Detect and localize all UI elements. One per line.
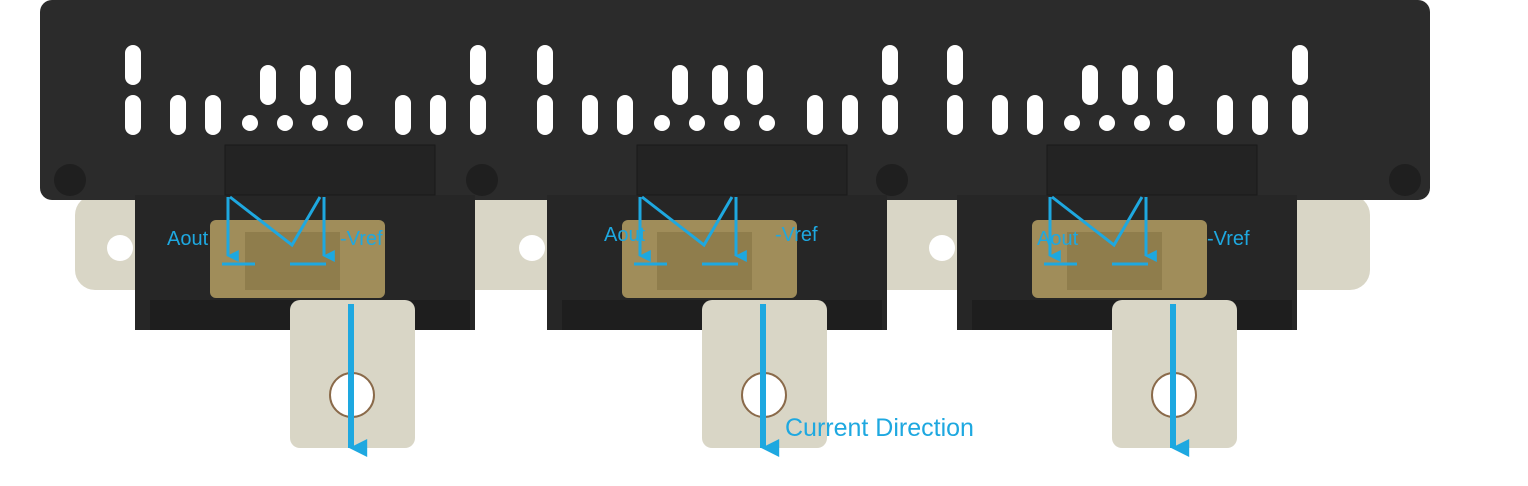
vent-hole-3: [1134, 115, 1150, 131]
sense-wires-1: [229, 195, 322, 248]
connector-pins-3: [1067, 232, 1162, 290]
vent-slot-3: [947, 45, 963, 85]
vent-slot-3: [992, 95, 1008, 135]
mount-boss-2: [466, 164, 498, 196]
vent-hole-2: [689, 115, 705, 131]
vent-hole-2: [759, 115, 775, 131]
vref-label-2: -Vref: [775, 224, 818, 246]
vent-hole-1: [347, 115, 363, 131]
vent-slot-1: [335, 65, 351, 105]
vent-hole-3: [1169, 115, 1185, 131]
vent-slot-2: [882, 45, 898, 85]
vent-slot-3: [1082, 65, 1098, 105]
vent-slot-2: [537, 45, 553, 85]
vent-slot-3: [1217, 95, 1233, 135]
vent-slot-1: [430, 95, 446, 135]
vent-hole-3: [1064, 115, 1080, 131]
vent-slot-2: [842, 95, 858, 135]
vent-slot-3: [1122, 65, 1138, 105]
vent-slot-1: [205, 95, 221, 135]
vent-slot-2: [882, 95, 898, 135]
vent-slot-2: [537, 95, 553, 135]
vent-slot-2: [807, 95, 823, 135]
vent-slot-1: [170, 95, 186, 135]
vent-slot-2: [582, 95, 598, 135]
sensor-cover-2: [636, 144, 848, 196]
vent-slot-3: [1292, 45, 1308, 85]
vent-hole-1: [242, 115, 258, 131]
vent-hole-3: [1099, 115, 1115, 131]
sensor-cover-3: [1046, 144, 1258, 196]
vent-slot-1: [470, 95, 486, 135]
mount-boss-1: [54, 164, 86, 196]
aout-label-3: Aout: [1037, 228, 1079, 250]
mount-hole-3: [929, 235, 955, 261]
vent-slot-1: [125, 95, 141, 135]
connector-pins-2: [657, 232, 752, 290]
sense-wires-2: [641, 195, 734, 248]
vent-slot-1: [125, 45, 141, 85]
vent-hole-2: [654, 115, 670, 131]
sense-wires-3: [1051, 195, 1144, 248]
vent-slot-2: [712, 65, 728, 105]
vent-slot-3: [947, 95, 963, 135]
vent-slot-2: [672, 65, 688, 105]
vent-slot-2: [617, 95, 633, 135]
mount-hole-1: [107, 235, 133, 261]
vent-slot-3: [1252, 95, 1268, 135]
current-direction-label: Current Direction: [785, 414, 974, 442]
sensor-cover-1: [224, 144, 436, 196]
vent-slot-1: [260, 65, 276, 105]
aout-label-2: Aout: [604, 224, 646, 246]
mount-boss-3: [876, 164, 908, 196]
vent-slot-3: [1292, 95, 1308, 135]
connector-pins-1: [245, 232, 340, 290]
mount-boss-end: [1389, 164, 1421, 196]
mount-hole-2: [519, 235, 545, 261]
vent-hole-1: [277, 115, 293, 131]
vent-hole-2: [724, 115, 740, 131]
vent-hole-1: [312, 115, 328, 131]
vref-label-3: -Vref: [1207, 228, 1250, 250]
vent-slot-2: [747, 65, 763, 105]
vent-slot-3: [1027, 95, 1043, 135]
aout-label-1: Aout: [167, 228, 209, 250]
vent-slot-3: [1157, 65, 1173, 105]
vref-label-1: -Vref: [340, 228, 383, 250]
vent-slot-1: [395, 95, 411, 135]
vent-slot-1: [300, 65, 316, 105]
vent-slot-1: [470, 45, 486, 85]
